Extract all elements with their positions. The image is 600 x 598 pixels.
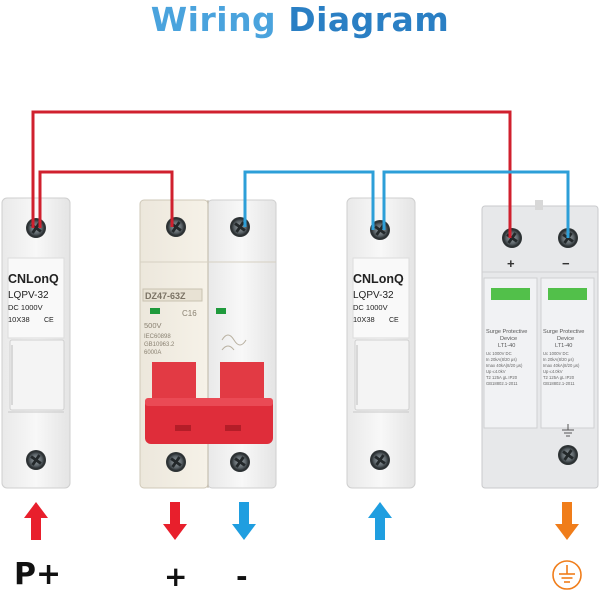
blue-wires	[243, 170, 570, 238]
spd-spec: T2 125A gL IP20	[543, 375, 575, 380]
spd-spec: T2 125A gL IP20	[486, 375, 518, 380]
spd-name-line2: Device	[500, 336, 517, 342]
breaker-handle-left[interactable]	[152, 362, 196, 398]
spd-spec: Up ≤4.0kV	[543, 369, 563, 374]
spd-status-window	[491, 288, 530, 300]
spd-spec: Uc 1000V DC	[543, 351, 569, 356]
fuse-right-rating: DC 1000V	[353, 303, 388, 312]
diagram-title: Wiring Diagram	[0, 0, 600, 40]
arrow-up-icon	[24, 502, 48, 540]
fuse-right-brand: CNLonQ	[353, 272, 404, 286]
screw-icon	[502, 228, 522, 248]
screw-icon	[166, 217, 186, 237]
fuse-left-brand: CNLonQ	[8, 272, 59, 286]
red-wires	[31, 110, 512, 238]
spd-spec: Imax 40kA(8/20 μs)	[543, 363, 580, 368]
fuse-left-rating: DC 1000V	[8, 303, 43, 312]
label-minus: -	[236, 560, 248, 593]
spd-std: GB18802.1-2011	[543, 381, 575, 386]
screw-icon	[166, 452, 186, 472]
screw-icon	[230, 217, 250, 237]
fuse-right-model: LQPV-32	[353, 290, 394, 301]
screw-icon	[370, 450, 390, 470]
fuse-holder-right: CNLonQ LQPV-32 DC 1000V 10X38 CE	[346, 197, 416, 489]
fuse-left-size: 10X38	[8, 315, 30, 324]
spd-name-line2: Device	[557, 336, 574, 342]
breaker-current: C16	[182, 309, 197, 318]
label-plus: +	[164, 560, 188, 593]
breaker-std2: GB10963.2	[144, 342, 175, 348]
screw-icon	[230, 452, 250, 472]
spd-name-line1: Surge Protective	[486, 329, 527, 335]
circuit-breaker: DZ47-63Z C16 500V IEC60898 GB10963.2 600…	[139, 199, 277, 489]
ce-mark: CE	[389, 317, 399, 324]
spd-minus-terminal: −	[562, 256, 570, 271]
spd-spec: In 20kA(8/20 μs)	[543, 357, 574, 362]
fuse-right-size: 10X38	[353, 315, 375, 324]
spd-spec: In 20kA(8/20 μs)	[486, 357, 517, 362]
status-indicator-green	[216, 308, 226, 314]
spd-spec: Uc 1000V DC	[486, 351, 512, 356]
spd-std: GB18802.1-2011	[486, 381, 518, 386]
label-p-plus: P+	[14, 557, 62, 592]
breaker-handle-right[interactable]	[220, 362, 264, 398]
ce-mark: CE	[44, 317, 54, 324]
screw-icon	[26, 218, 46, 238]
spd-status-window	[548, 288, 587, 300]
spd-plus-terminal: +	[507, 256, 515, 271]
breaker-std1: IEC60898	[144, 334, 171, 340]
arrow-down-icon	[163, 502, 187, 540]
spd-name-line1: Surge Protective	[543, 329, 584, 335]
breaker-model: DZ47-63Z	[145, 291, 186, 301]
title-word-diagram: Diagram	[288, 0, 450, 39]
breaker-voltage: 500V	[144, 321, 162, 330]
spd-model: LT1-40	[555, 343, 572, 349]
arrow-up-icon	[368, 502, 392, 540]
surge-protective-device: + − Surge Protective Device LT1-40 Uc 10…	[481, 200, 599, 489]
screw-icon	[558, 445, 578, 465]
arrow-down-icon	[232, 502, 256, 540]
spd-model: LT1-40	[498, 343, 515, 349]
screw-icon	[26, 450, 46, 470]
spd-spec: Imax 40kA(8/20 μs)	[486, 363, 523, 368]
ground-symbol-icon	[562, 424, 574, 437]
earth-ground-icon	[552, 560, 582, 590]
fuse-left-model: LQPV-32	[8, 290, 49, 301]
arrow-down-icon	[555, 502, 579, 540]
breaker-toggle-bar[interactable]	[145, 398, 273, 444]
status-indicator-green	[150, 308, 160, 314]
spd-spec: Up ≤4.0kV	[486, 369, 506, 374]
title-word-wiring: Wiring	[150, 0, 277, 39]
breaker-capacity: 6000A	[144, 350, 161, 356]
fuse-holder-left: CNLonQ LQPV-32 DC 1000V 10X38 CE	[1, 197, 71, 489]
